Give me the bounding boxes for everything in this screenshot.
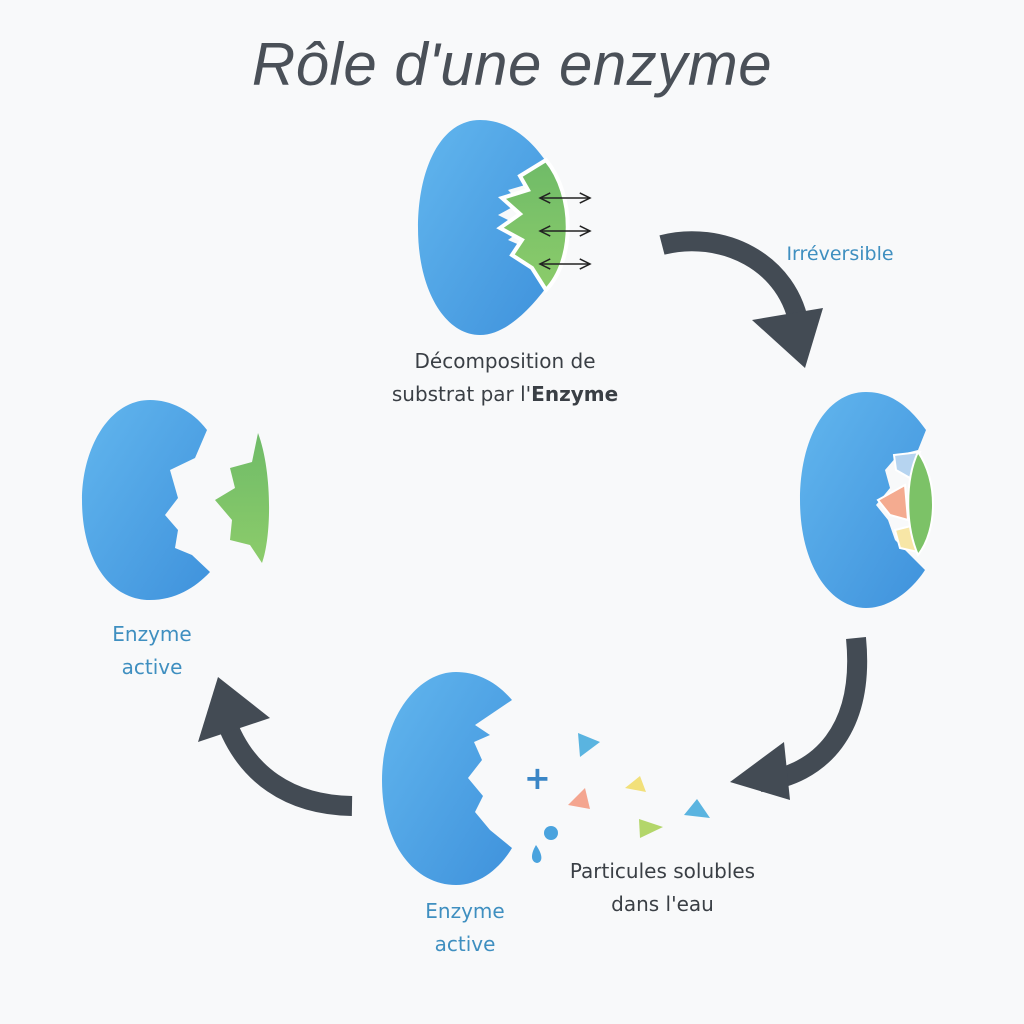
label-enzyme-active-left: Enzyme active: [82, 618, 222, 684]
arrow-release: [730, 637, 868, 800]
label-enzyme-bottom-line2: active: [434, 932, 496, 956]
label-decomposition-bold: Enzyme: [531, 382, 619, 406]
substrate-right: [907, 450, 934, 557]
particle-lime-triangle: [639, 819, 663, 838]
diagram-title: Rôle d'une enzyme: [251, 31, 773, 98]
enzyme-left: [82, 400, 210, 600]
label-irreversible: Irréversible: [786, 243, 894, 265]
label-decomposition-line2: substrat par l'Enzyme: [340, 378, 670, 411]
label-enzyme-left-line1: Enzyme: [112, 622, 192, 646]
label-decomposition: Décomposition de substrat par l'Enzyme: [340, 345, 670, 411]
label-enzyme-active-bottom: Enzyme active: [395, 895, 535, 961]
arrow-recycle: [198, 677, 353, 816]
label-particles-line2: dans l'eau: [611, 892, 714, 916]
enzyme-substrate-approach: [82, 400, 270, 600]
particle-blue-dot: [544, 826, 558, 840]
particle-salmon-triangle: [568, 788, 590, 809]
label-decomposition-prefix: substrat par l': [391, 382, 532, 406]
fragment-salmon: [876, 483, 910, 522]
label-decomposition-line1: Décomposition de: [414, 349, 596, 373]
label-enzyme-bottom-line1: Enzyme: [425, 899, 505, 923]
label-particles-line1: Particules solubles: [569, 859, 756, 883]
enzyme-substrate-complex: [418, 120, 590, 335]
arrow-irreversible: [659, 231, 823, 368]
enzyme-right: [800, 392, 926, 608]
enzyme-fragmenting-complex: [800, 392, 934, 608]
particle-blue-drop: [531, 845, 542, 863]
label-enzyme-left-line2: active: [121, 655, 183, 679]
substrate-left: [215, 433, 270, 563]
enzyme-bottom: [382, 672, 512, 885]
soluble-particles: +: [524, 733, 710, 863]
plus-sign: +: [524, 759, 551, 797]
particle-blue-triangle-2: [684, 799, 710, 818]
particle-yellow-triangle: [625, 776, 646, 792]
enzyme-top: [418, 120, 548, 335]
particle-blue-triangle-1: [578, 733, 600, 757]
label-particles: Particules solubles dans l'eau: [545, 855, 780, 921]
